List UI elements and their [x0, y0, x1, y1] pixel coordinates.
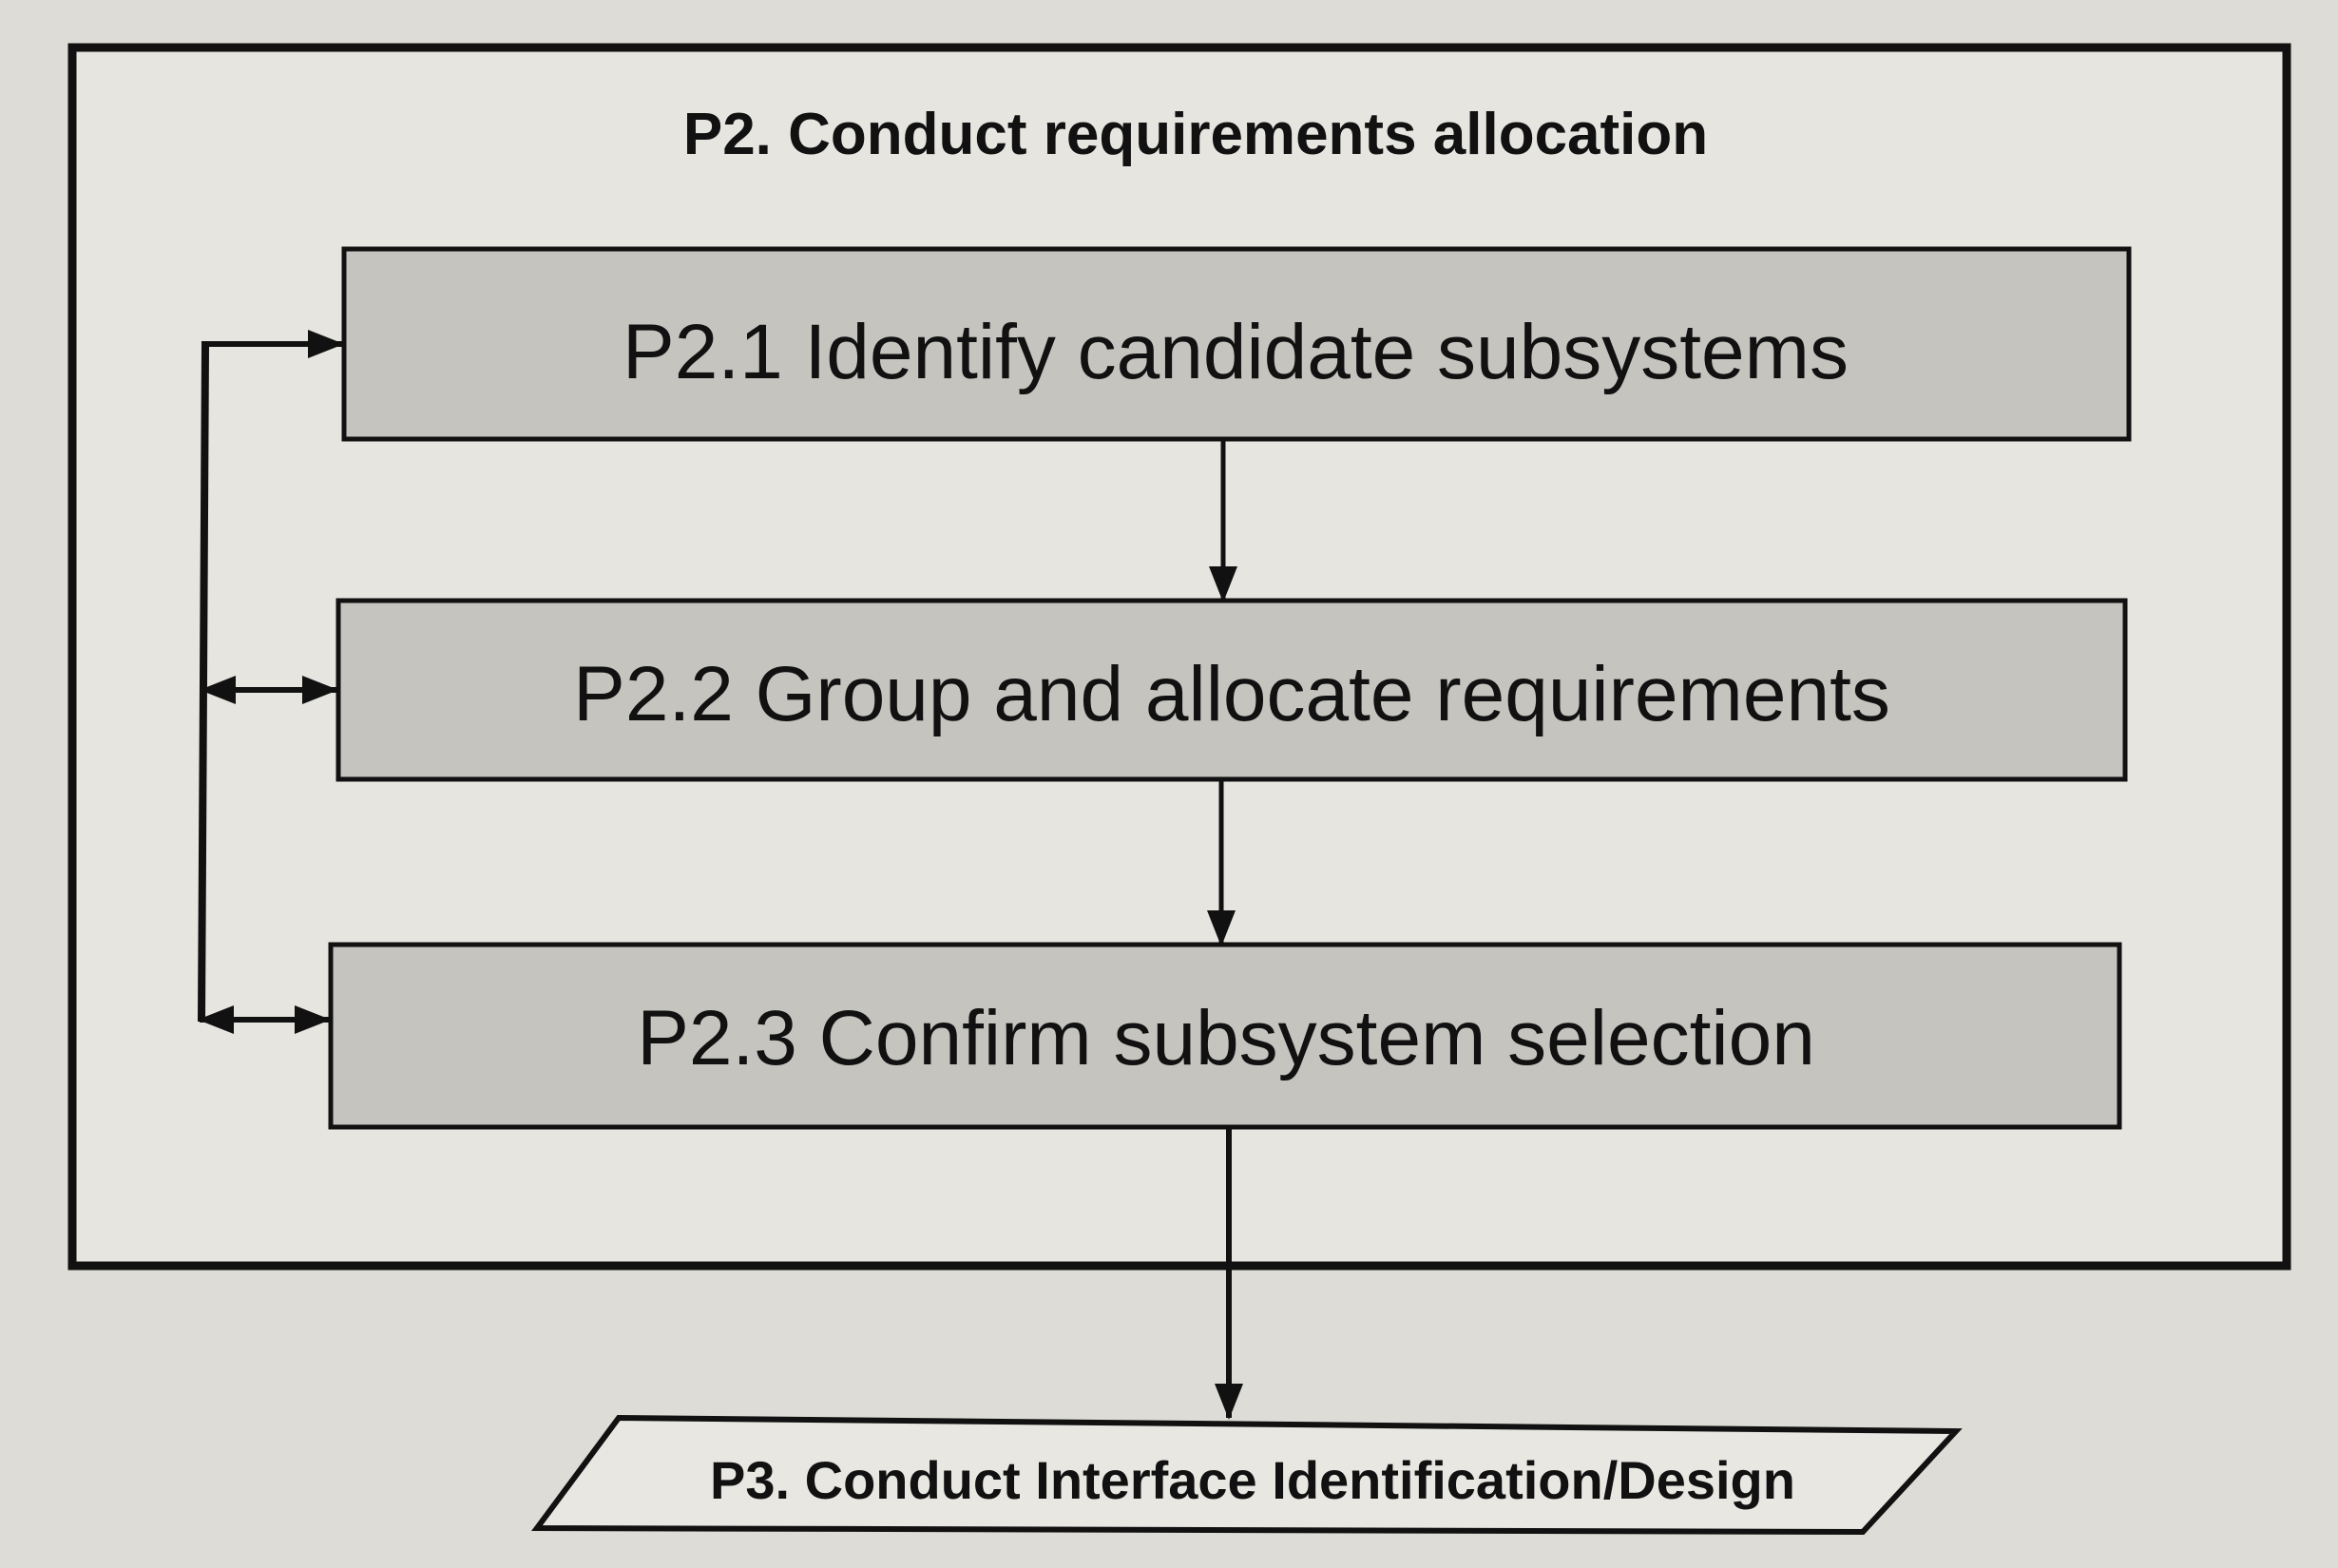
step-box-p2-1[interactable] [341, 246, 2132, 442]
feedback-loop-line [198, 345, 209, 1023]
step-box-p2-3[interactable] [328, 942, 2122, 1130]
frame-title: P2. Conduct requirements allocation [683, 102, 1708, 167]
step-label-p2-3: P2.3 Confirm subsystem selection [637, 995, 1815, 1081]
next-process-p3-shape[interactable] [531, 1414, 1963, 1536]
next-process-p3-label: P3. Conduct Interface Identification/Des… [710, 1450, 1795, 1510]
step-label-p2-2: P2.2 Group and allocate requirements [573, 651, 1890, 737]
step-label-p2-1: P2.1 Identify candidate subsystems [623, 309, 1849, 395]
